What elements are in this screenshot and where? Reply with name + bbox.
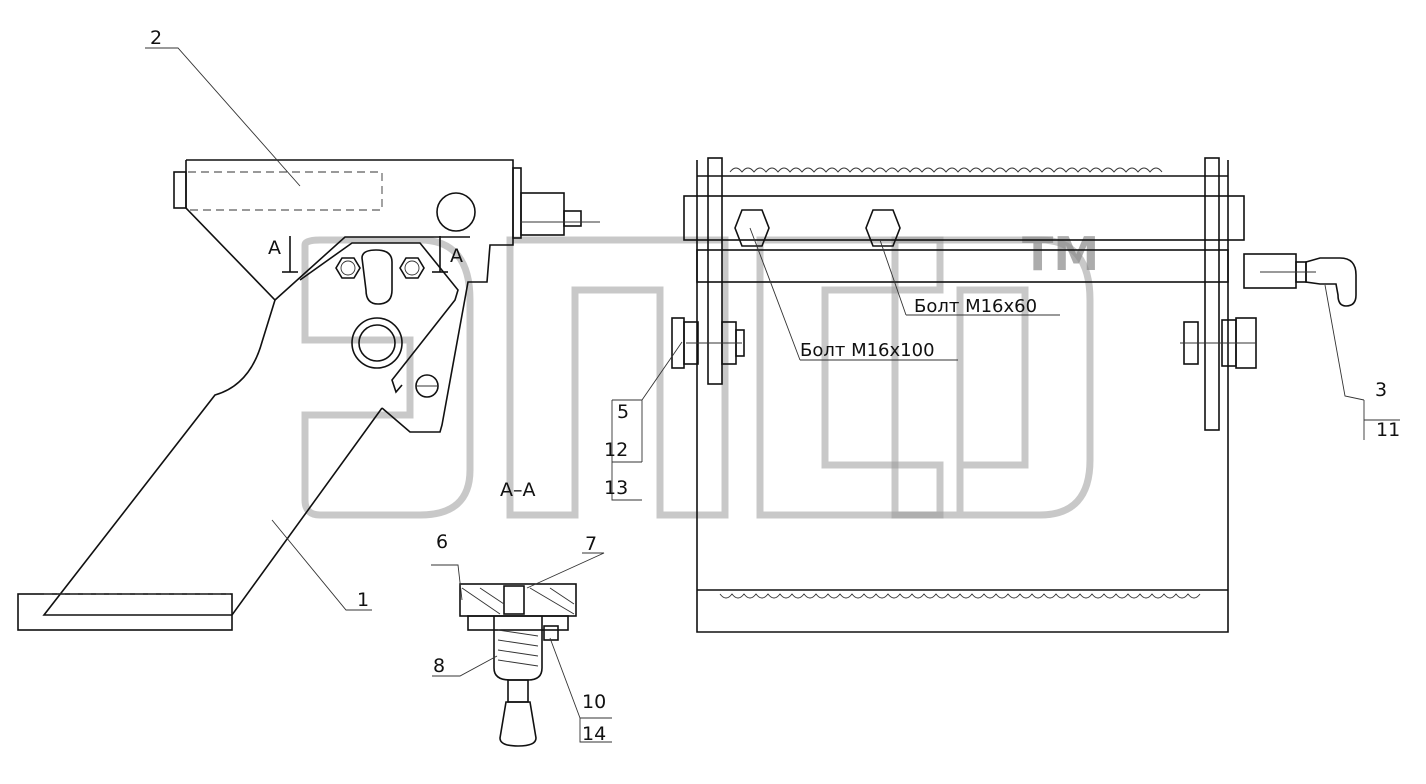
callout-labels: 2 1 3 11 5 12 13 A–A 6 7 8 10 14 Болт М1… <box>150 27 1400 745</box>
callout-13: 13 <box>604 477 628 499</box>
watermark-logo: TM <box>301 227 1099 519</box>
callout-5: 5 <box>617 401 629 423</box>
callout-10: 10 <box>582 691 606 713</box>
note-bolt-m16x60: Болт М16х60 <box>914 296 1037 317</box>
callout-14: 14 <box>582 723 606 745</box>
cut-label-left: A <box>268 237 281 259</box>
section-title: A–A <box>500 479 536 501</box>
callout-2: 2 <box>150 27 162 49</box>
callout-6: 6 <box>436 531 448 553</box>
callout-3: 3 <box>1375 379 1387 401</box>
callout-12: 12 <box>604 439 628 461</box>
callout-8: 8 <box>433 655 445 677</box>
note-bolt-m16x100: Болт М16х100 <box>800 340 935 361</box>
front-view <box>671 157 1357 633</box>
section-detail <box>459 583 577 747</box>
cut-label-right: A <box>450 245 463 267</box>
side-view: A A <box>17 159 600 631</box>
trademark-mark: TM <box>1022 227 1099 281</box>
callout-7: 7 <box>585 533 597 555</box>
callout-11: 11 <box>1376 419 1400 441</box>
callout-1: 1 <box>357 589 369 611</box>
leader-lines <box>145 47 1400 743</box>
